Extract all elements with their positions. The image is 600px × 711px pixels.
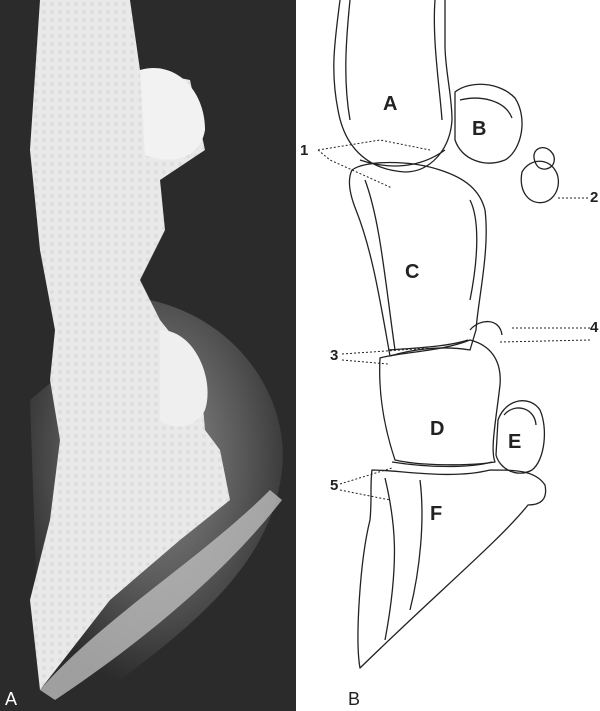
callout-3: 3 bbox=[330, 347, 338, 364]
label-bone-f: F bbox=[430, 503, 442, 525]
callout-1: 1 bbox=[300, 142, 308, 159]
label-bone-a: A bbox=[383, 93, 397, 115]
callout-2: 2 bbox=[590, 189, 598, 206]
label-bone-b: B bbox=[472, 118, 486, 140]
label-bone-d: D bbox=[430, 418, 444, 440]
bone-d-outline bbox=[380, 340, 501, 465]
callout-4: 4 bbox=[590, 319, 599, 336]
callout-5: 5 bbox=[330, 477, 338, 494]
panel-label-right: B bbox=[348, 689, 360, 709]
radiograph-panel: A bbox=[0, 0, 296, 711]
label-bone-e: E bbox=[508, 431, 521, 453]
label-bone-c: C bbox=[405, 261, 419, 283]
bone-f-outline bbox=[358, 470, 546, 668]
line-drawing-panel: A B C D E F 1 2 3 4 5 B bbox=[296, 0, 600, 711]
bone-c-outline bbox=[349, 163, 486, 357]
bone-b-outline bbox=[455, 84, 522, 163]
panel-label-left: A bbox=[5, 689, 17, 709]
